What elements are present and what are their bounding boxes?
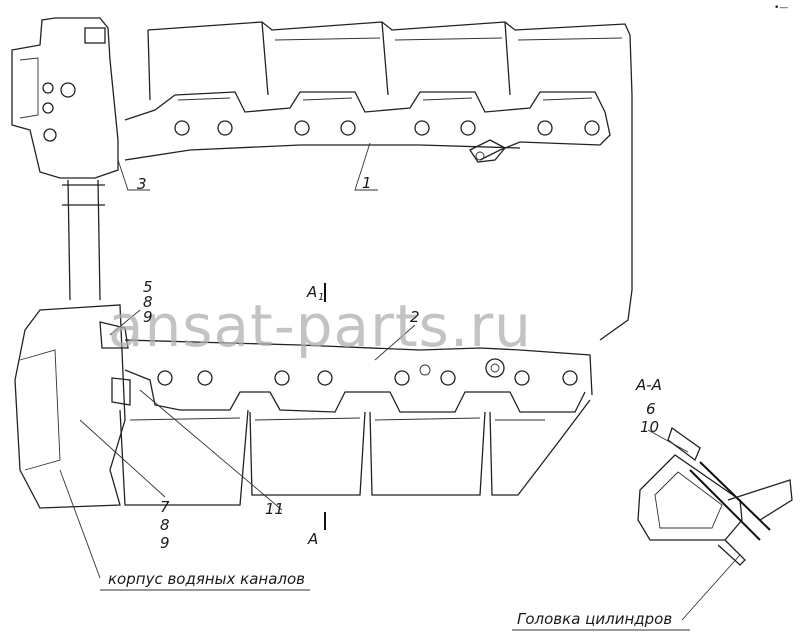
callout-3: 3 — [137, 175, 147, 193]
callout-9-upper: 9 — [143, 308, 153, 326]
callout-2: 2 — [410, 308, 420, 326]
front-housing — [11, 17, 131, 509]
lower-cylinder-head-row — [119, 399, 591, 506]
lower-exhaust-manifold — [124, 339, 593, 413]
callout-7: 7 — [160, 498, 170, 516]
section-markers: А-А А 1 А — [306, 283, 662, 548]
callout-6: 6 — [646, 400, 656, 418]
callout-8-lower: 8 — [160, 516, 170, 534]
section-view-a-a — [637, 426, 793, 566]
section-mark-top-index: 1 — [318, 292, 324, 303]
callout-10: 10 — [640, 418, 659, 436]
leader-lines — [59, 142, 741, 621]
callout-1: 1 — [362, 174, 372, 192]
upper-exhaust-manifold — [124, 91, 611, 163]
lower-stud-row — [157, 358, 578, 386]
watermark: ansat-parts.ru — [108, 292, 532, 360]
callout-5: 5 — [143, 278, 153, 296]
caption-water-housing: корпус водяных каналов — [108, 570, 305, 588]
upper-stud-row — [174, 120, 600, 136]
upper-cylinder-head-row — [147, 21, 633, 341]
callout-9-lower: 9 — [160, 534, 170, 552]
callout-11: 11 — [265, 500, 284, 518]
callout-labels: 1 2 3 5 8 9 6 10 7 8 9 11 — [137, 174, 659, 552]
section-view-title: А-А — [635, 376, 662, 394]
caption-cylinder-head: Головка цилиндров — [517, 610, 672, 628]
callout-8-upper: 8 — [143, 293, 153, 311]
captions: корпус водяных каналов Головка цилиндров — [100, 570, 690, 631]
corner-mark: •— — [774, 3, 788, 13]
section-mark-top: А — [306, 283, 317, 301]
section-mark-bottom: А — [307, 530, 318, 548]
